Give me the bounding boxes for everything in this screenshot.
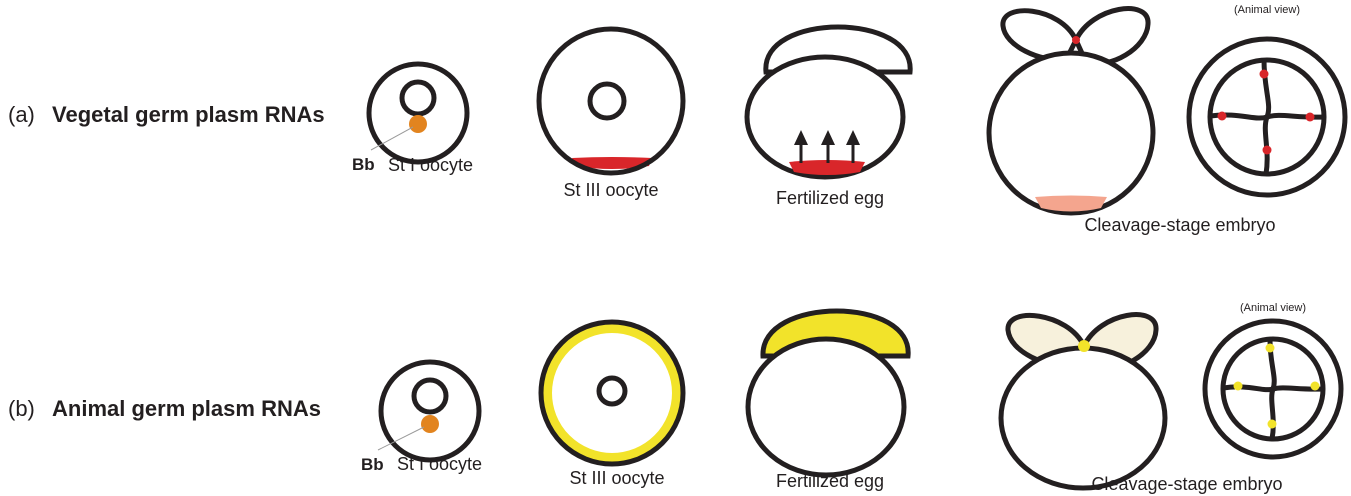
fertilized-egg-a-outline [747, 57, 903, 177]
st3-label-a: St III oocyte [563, 180, 658, 200]
row-a-title: Vegetal germ plasm RNAs [52, 102, 325, 127]
germ-plasm-spot-a-bottom [1263, 146, 1272, 155]
fertilized-egg-b: Fertilized egg [748, 311, 908, 491]
cleavage-embryo-a: Cleavage-stage embryo [989, 9, 1276, 235]
st3-label-b: St III oocyte [569, 468, 664, 488]
cleavage-label-a: Cleavage-stage embryo [1084, 215, 1275, 235]
st3-oocyte-a-nucleus [590, 84, 624, 118]
cleavage-embryo-b: Cleavage-stage embryo [1001, 315, 1283, 494]
balbiani-body-b [421, 415, 439, 433]
st3-oocyte-b: St III oocyte [541, 322, 683, 488]
st3-oocyte-b-outline [541, 322, 683, 464]
st1-oocyte-a: Bb St I oocyte [352, 64, 473, 175]
st1-oocyte-b: Bb St I oocyte [361, 362, 482, 474]
germ-plasm-spot-b-left [1234, 382, 1243, 391]
bb-label-a: Bb [352, 155, 375, 174]
animal-view-b: (Animal view) [1205, 302, 1341, 457]
germ-plasm-spot-b-right [1311, 382, 1320, 391]
germ-plasm-spot-b-top [1266, 344, 1275, 353]
animal-view-a: (Animal view) [1189, 4, 1345, 195]
st3-oocyte-a: St III oocyte [539, 29, 683, 200]
st1-oocyte-b-nucleus [414, 380, 446, 412]
st3-oocyte-b-nucleus [599, 378, 625, 404]
cleavage-a-outline [989, 53, 1153, 213]
st1-label-b: St I oocyte [397, 454, 482, 474]
row-a-tag: (a) [8, 102, 35, 127]
row-b-tag: (b) [8, 396, 35, 421]
germ-plasm-spot-a-right [1306, 113, 1315, 122]
germ-plasm-junction-a [1072, 36, 1080, 44]
animal-germ-plasm-st3-b [547, 328, 677, 458]
animal-view-label-b: (Animal view) [1240, 302, 1306, 314]
st3-oocyte-a-outline [539, 29, 683, 173]
st1-label-a: St I oocyte [388, 155, 473, 175]
fertilized-egg-b-outline [748, 339, 904, 475]
row-b: (b) Animal germ plasm RNAs Bb St I oocyt… [8, 302, 1341, 494]
germ-plasm-spot-a-left [1218, 112, 1227, 121]
cleavage-label-b: Cleavage-stage embryo [1091, 474, 1282, 494]
germ-plasm-spot-a-top [1260, 70, 1269, 79]
germ-plasm-junction-b [1078, 340, 1090, 352]
egg-label-b: Fertilized egg [776, 471, 884, 491]
animal-view-label-a: (Animal view) [1234, 4, 1300, 16]
cleavage-b-outline [1001, 348, 1165, 488]
row-b-title: Animal germ plasm RNAs [52, 396, 321, 421]
row-a: (a) Vegetal germ plasm RNAs Bb St I oocy… [8, 4, 1345, 235]
fertilized-egg-a: Fertilized egg [747, 27, 910, 208]
st1-oocyte-a-nucleus [402, 82, 434, 114]
bb-label-b: Bb [361, 455, 384, 474]
egg-label-a: Fertilized egg [776, 188, 884, 208]
balbiani-body-a [409, 115, 427, 133]
germ-plasm-spot-b-bottom [1268, 420, 1277, 429]
